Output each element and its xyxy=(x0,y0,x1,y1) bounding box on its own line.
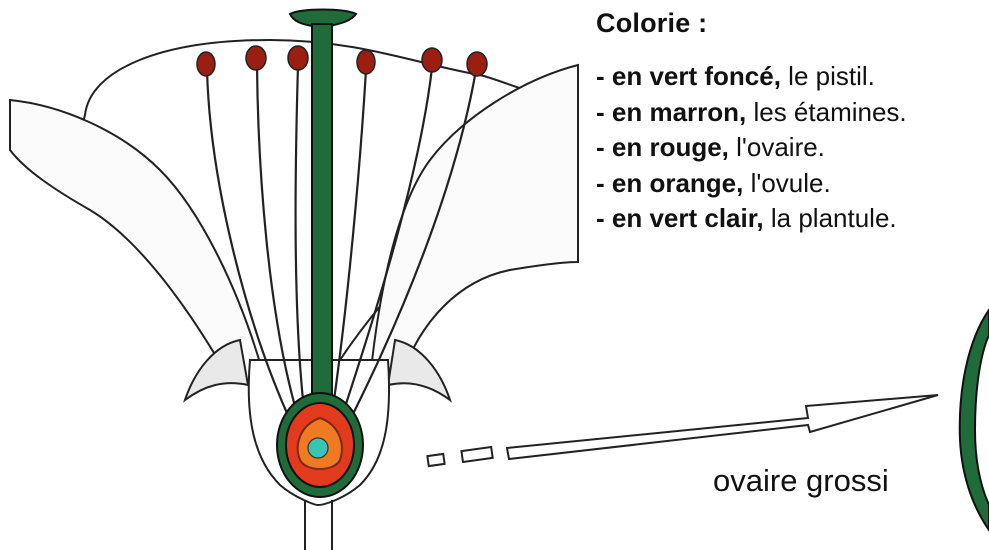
instruction-pistil: - en vert foncé, le pistil. xyxy=(596,59,986,95)
instructions-title: Colorie : xyxy=(596,8,986,39)
arrow-shaft xyxy=(507,395,938,459)
color-key: - en rouge, xyxy=(596,132,729,162)
instruction-ovule: - en orange, l'ovule. xyxy=(596,166,986,202)
enlarged-ovary-caption: ovaire grossi xyxy=(713,463,889,499)
part-label: l'ovule. xyxy=(743,168,830,198)
arrow-dash xyxy=(461,447,492,462)
part-label: les étamines. xyxy=(746,97,906,127)
enlarged-ovary-wall xyxy=(960,310,989,530)
color-key: - en marron, xyxy=(596,97,746,127)
color-key: - en vert foncé, xyxy=(596,61,781,91)
anther xyxy=(246,46,266,70)
anther xyxy=(197,52,215,76)
arrow-dash xyxy=(427,454,444,466)
right-sepal xyxy=(388,340,450,400)
coloring-instructions: Colorie : - en vert foncé, le pistil. - … xyxy=(596,8,986,237)
seedling xyxy=(308,438,328,458)
instruction-stamens: - en marron, les étamines. xyxy=(596,95,986,131)
anther xyxy=(288,46,308,70)
color-key: - en vert clair, xyxy=(596,203,764,233)
style xyxy=(312,24,332,400)
stem xyxy=(305,500,332,550)
enlarged-ovary xyxy=(960,310,989,530)
anther xyxy=(357,50,375,74)
instructions-list: - en vert foncé, le pistil. - en marron,… xyxy=(596,59,986,237)
instruction-ovary: - en rouge, l'ovaire. xyxy=(596,130,986,166)
anther xyxy=(422,48,442,72)
anther xyxy=(467,52,487,76)
color-key: - en orange, xyxy=(596,168,743,198)
enlargement-arrow xyxy=(427,395,938,466)
part-label: la plantule. xyxy=(764,203,897,233)
instruction-seedling: - en vert clair, la plantule. xyxy=(596,201,986,237)
part-label: l'ovaire. xyxy=(729,132,825,162)
part-label: le pistil. xyxy=(781,61,875,91)
